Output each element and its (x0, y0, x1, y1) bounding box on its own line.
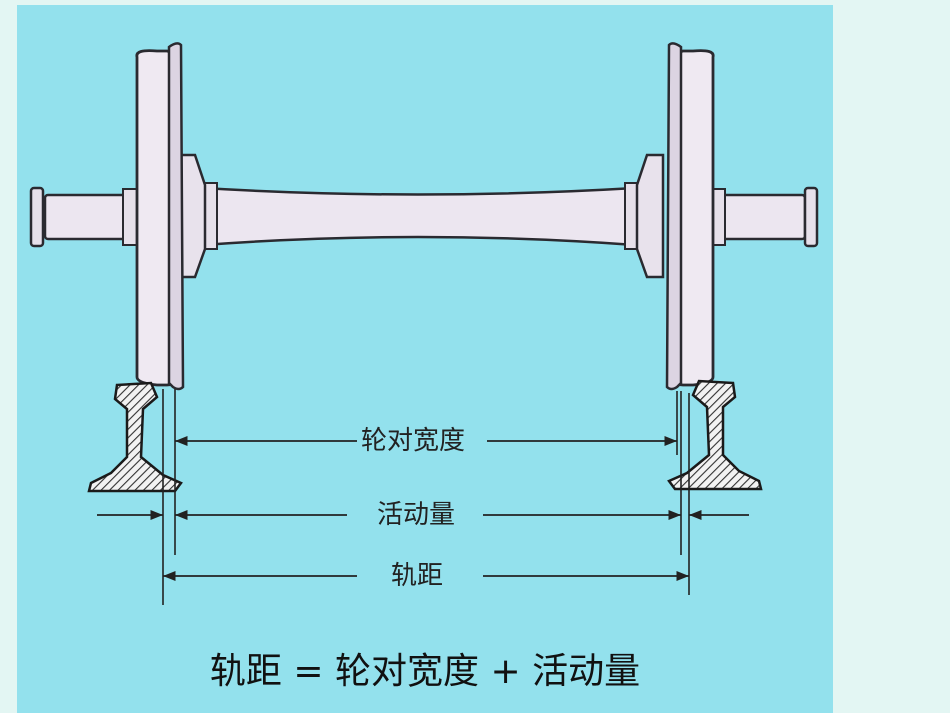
formula-play: 活动量 (532, 651, 641, 692)
rail-right (667, 379, 763, 491)
rail-left (87, 381, 183, 493)
journal-collar-left (29, 186, 45, 248)
extension-lines (162, 389, 690, 605)
flange-right (665, 42, 683, 391)
journal-collar-right (803, 186, 819, 248)
formula-wheel-width: 轮对宽度 (334, 651, 479, 692)
label-wheel-width: 轮对宽度 (357, 426, 470, 456)
formula: 轨距 = 轮对宽度 + 活动量 (17, 650, 833, 694)
formula-plus: + (490, 651, 521, 692)
journal-left (43, 193, 129, 241)
hub-right (635, 153, 665, 279)
formula-gauge: 轨距 (209, 651, 282, 692)
formula-equals: = (293, 651, 324, 692)
journal-right (721, 193, 807, 241)
flange-left (167, 42, 185, 391)
wheelset-diagram (29, 42, 819, 605)
axle-body (201, 186, 637, 247)
label-play: 活动量 (373, 500, 460, 530)
label-gauge: 轨距 (387, 561, 448, 591)
journal-step-left (122, 188, 138, 246)
diagram-panel: 轮对宽度 活动量 轨距 轨距 = 轮对宽度 + 活动量 (17, 5, 833, 713)
